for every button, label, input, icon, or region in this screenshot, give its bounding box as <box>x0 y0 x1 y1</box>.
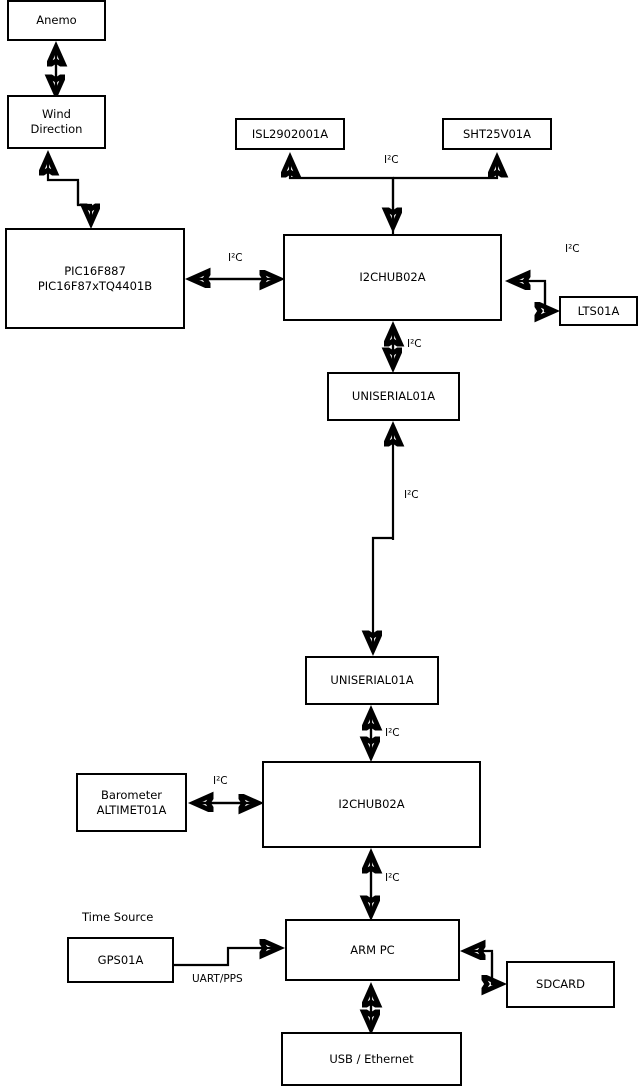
node-i2chub02a-bottom-label: I2CHUB02A <box>338 797 405 811</box>
node-i2chub02a-top[interactable]: I2CHUB02A <box>283 234 502 321</box>
node-i2chub02a-top-label: I2CHUB02A <box>359 270 426 284</box>
node-lts01a[interactable]: LTS01A <box>559 296 638 326</box>
edge-label-hub-lts: I²C <box>565 243 580 255</box>
node-usb-ethernet-label: USB / Ethernet <box>329 1051 414 1066</box>
node-anemo[interactable]: Anemo <box>7 0 106 41</box>
node-pic-mcu-label: PIC16F887 PIC16F87xTQ4401B <box>37 263 153 293</box>
node-gps01a-label: GPS01A <box>97 952 144 967</box>
edge-label-hub-sensors: I²C <box>384 154 399 166</box>
edge-label-barometer-hub: I²C <box>213 775 228 787</box>
node-arm-pc-label: ARM PC <box>350 942 395 957</box>
edge-label-gps-arm: UART/PPS <box>192 973 243 985</box>
node-wind-direction-label: Wind Direction <box>30 107 83 136</box>
edge-label-uniserial-link: I²C <box>404 489 419 501</box>
connector-uniserial-link <box>373 428 393 649</box>
node-sht25v01a[interactable]: SHT25V01A <box>442 118 552 150</box>
edge-label-pic-hub: I²C <box>228 252 243 264</box>
node-isl2902001a-label: ISL2902001A <box>251 126 329 141</box>
node-sdcard-label: SDCARD <box>536 977 585 991</box>
node-uniserial01a-bottom[interactable]: UNISERIAL01A <box>305 656 439 705</box>
node-anemo-label: Anemo <box>36 13 77 27</box>
node-pic-mcu[interactable]: PIC16F887 PIC16F87xTQ4401B <box>5 228 185 329</box>
edge-label-hubbottom-arm: I²C <box>385 872 400 884</box>
node-sdcard[interactable]: SDCARD <box>506 961 615 1008</box>
edge-label-hub-uniserial: I²C <box>407 338 422 350</box>
node-i2chub02a-bottom[interactable]: I2CHUB02A <box>262 761 481 848</box>
node-wind-direction[interactable]: Wind Direction <box>7 95 106 149</box>
node-barometer-altimet01a-label: Barometer ALTIMET01A <box>96 787 167 817</box>
connector-hubtop-lts <box>512 281 553 311</box>
connector-gps-arm <box>173 948 278 967</box>
connector-hubtop-sensors <box>290 159 497 234</box>
node-gps01a[interactable]: GPS01A <box>67 937 174 983</box>
label-time-source: Time Source <box>82 910 154 924</box>
node-uniserial01a-top[interactable]: UNISERIAL01A <box>327 372 460 421</box>
node-arm-pc[interactable]: ARM PC <box>285 919 460 981</box>
connector-arm-sdcard <box>467 951 500 984</box>
node-barometer-altimet01a[interactable]: Barometer ALTIMET01A <box>76 773 187 832</box>
node-isl2902001a[interactable]: ISL2902001A <box>235 118 345 150</box>
node-uniserial01a-bottom-label: UNISERIAL01A <box>330 673 414 687</box>
node-usb-ethernet[interactable]: USB / Ethernet <box>281 1032 462 1086</box>
edge-label-uniserial-hubbottom: I²C <box>385 727 400 739</box>
node-lts01a-label: LTS01A <box>577 303 620 318</box>
node-sht25v01a-label: SHT25V01A <box>463 126 531 141</box>
connector-wind-pic <box>48 157 91 222</box>
node-uniserial01a-top-label: UNISERIAL01A <box>351 389 436 403</box>
